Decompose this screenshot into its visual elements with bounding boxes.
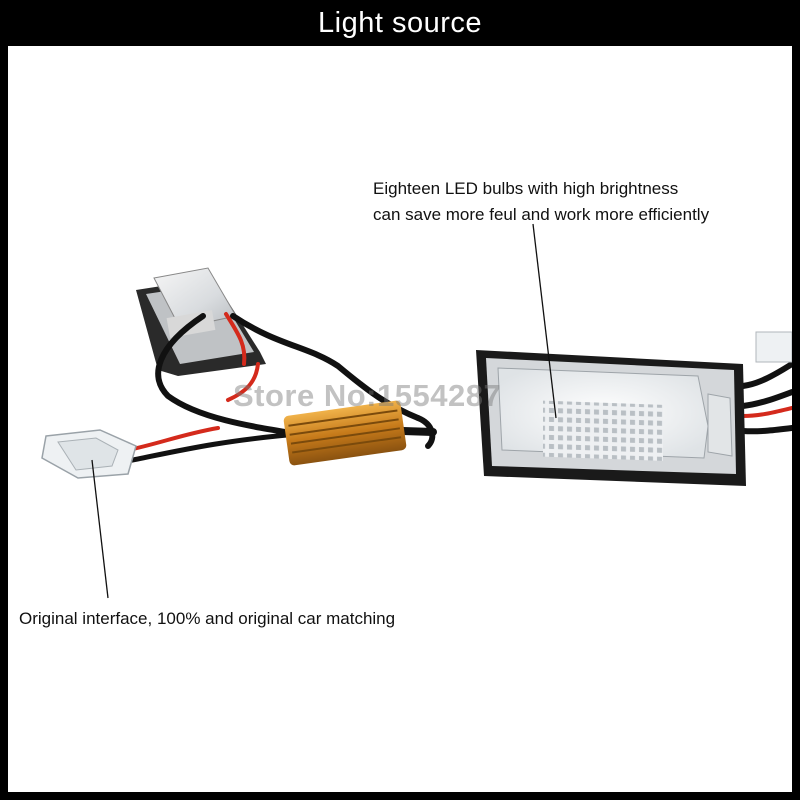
interface-caption: Original interface, 100% and original ca… xyxy=(19,609,396,628)
led-caption-line-2: can save more feul and work more efficie… xyxy=(373,205,710,224)
page-title: Light source xyxy=(318,6,482,39)
right-led-lamp xyxy=(476,331,792,486)
product-illustration xyxy=(41,223,792,599)
store-watermark: Store No:1554287 xyxy=(233,378,502,413)
title-bar: Light source xyxy=(0,0,800,46)
callout-lines xyxy=(91,223,557,599)
load-resistor xyxy=(283,400,407,466)
led-caption: Eighteen LED bulbs with high brightness … xyxy=(373,176,709,228)
connector-plug xyxy=(41,429,137,479)
product-photo: Store No:1554287 Eighteen LED bulbs with… xyxy=(8,46,792,792)
led-caption-line-1: Eighteen LED bulbs with high brightness xyxy=(373,179,679,198)
